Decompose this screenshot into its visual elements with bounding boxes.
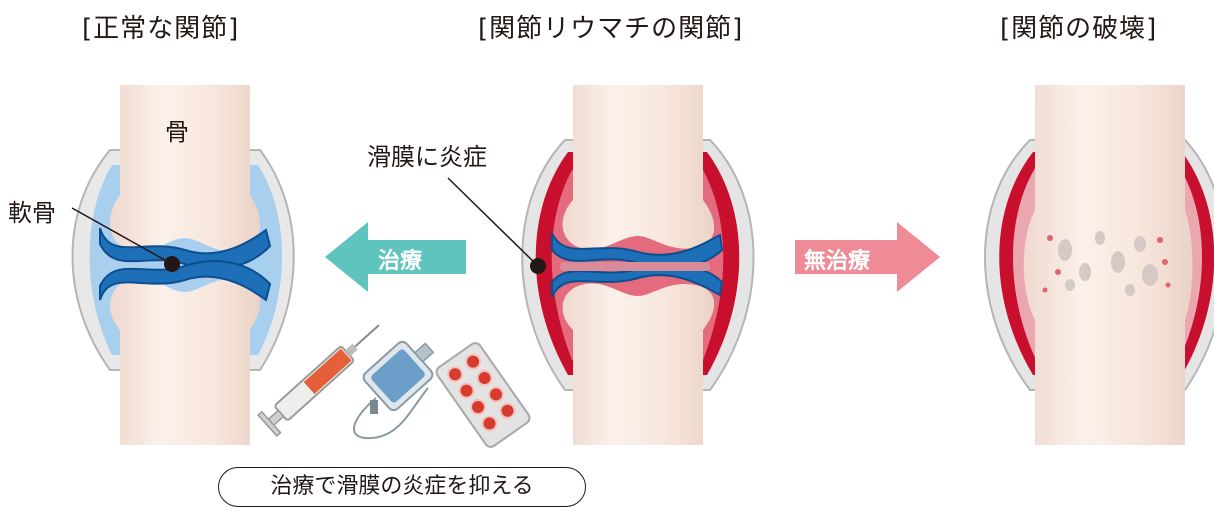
bone-label: 骨	[165, 112, 189, 147]
no-treatment-arrow-label: 無治療	[804, 243, 870, 275]
treatment-caption: 治療で滑膜の炎症を抑える	[218, 467, 586, 507]
title-normal-joint: [正常な関節]	[82, 8, 239, 45]
upper-bone	[563, 85, 715, 249]
iv-drip-icon	[354, 330, 445, 438]
destroyed-joint	[985, 85, 1214, 445]
cartilage-label: 軟骨	[8, 193, 56, 228]
lower-bone	[563, 283, 715, 445]
fused-bone	[1024, 85, 1193, 445]
treatment-arrow-label: 治療	[378, 243, 422, 275]
title-ra-joint: [関節リウマチの関節]	[478, 8, 743, 45]
synovitis-pointer-dot	[530, 258, 546, 274]
cartilage-pointer-dot	[164, 256, 180, 272]
pill-pack-icon	[434, 341, 532, 449]
lower-bone	[110, 278, 260, 445]
synovitis-label: 滑膜に炎症	[367, 137, 487, 172]
upper-bone	[110, 85, 260, 252]
title-destroyed-joint: [関節の破壊]	[1000, 8, 1157, 45]
